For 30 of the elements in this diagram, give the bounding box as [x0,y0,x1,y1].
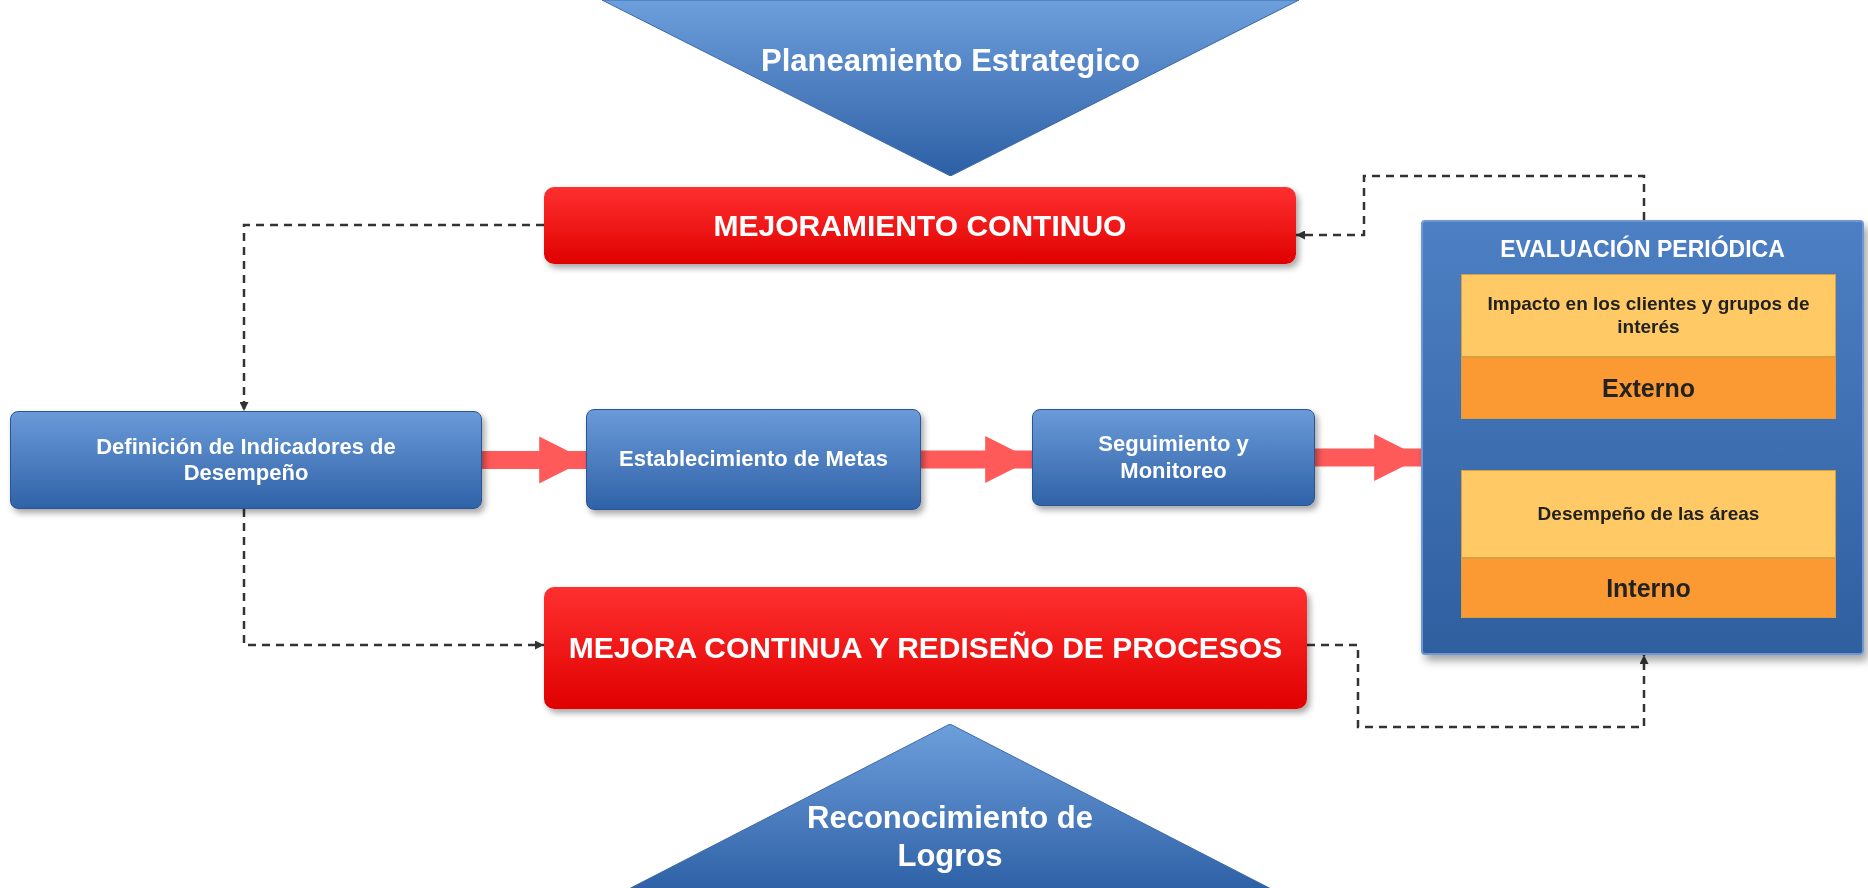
box-label: Establecimiento de Metas [619,446,888,473]
panel-title: EVALUACIÓN PERIÓDICA [1500,236,1785,264]
box-label: MEJORAMIENTO CONTINUO [713,207,1127,244]
category-box [1461,470,1836,558]
box-label: Seguimiento y Monitoreo [1097,431,1250,484]
category-box [1461,558,1836,618]
process-box [544,587,1307,709]
box-label: Definición de Indicadores de Desempeño [95,433,397,487]
arrow [239,223,544,411]
arrow [921,436,1032,483]
process-box [586,409,921,510]
box-label: Impacto en los clientes y grupos de interés [1486,292,1811,339]
box-label: Interno [1606,573,1691,603]
process-box [1032,409,1315,506]
category-box [1461,274,1836,357]
arrow [1315,434,1421,481]
arrow [242,509,544,650]
category-box [1461,357,1836,419]
process-box [544,187,1296,264]
triangle-label: Reconocimiento de Logros [806,799,1094,874]
box-label: Externo [1601,373,1696,403]
triangle-label: Planeamiento Estrategico [761,41,1140,80]
process-box [10,411,482,509]
arrow [1307,643,1649,729]
box-label: Desempeño de las áreas [1537,502,1760,526]
box-label: MEJORA CONTINUA Y REDISEÑO DE PROCESOS [568,630,1283,666]
panel [1421,220,1864,655]
arrow [482,436,586,484]
arrow [1296,174,1646,240]
inverted-triangle-shape [602,0,1299,176]
